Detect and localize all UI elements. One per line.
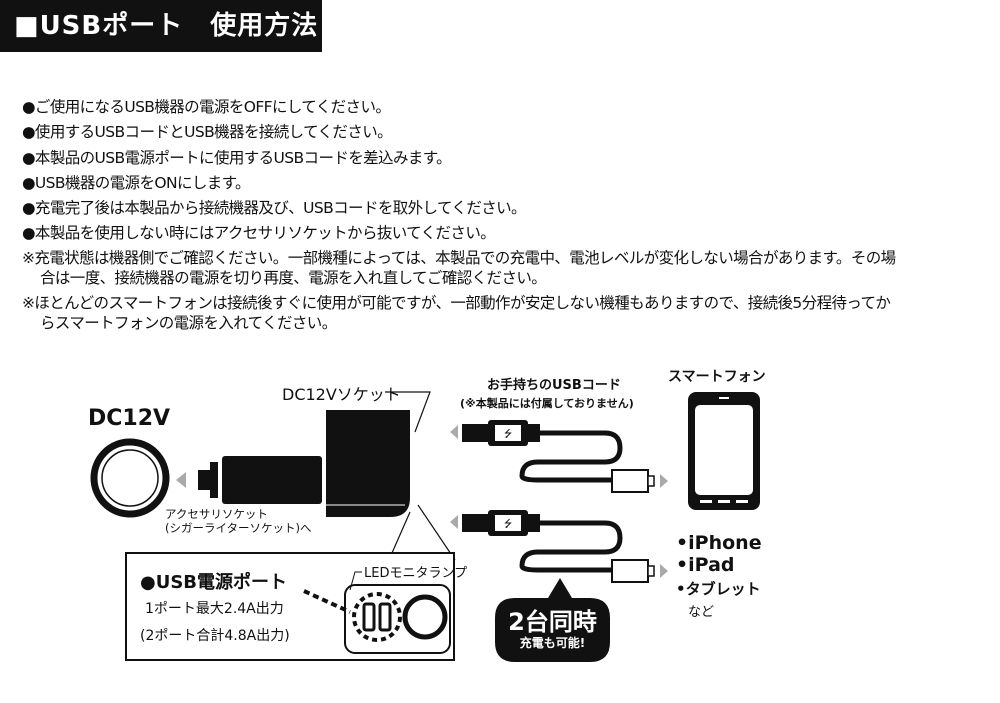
port-title: ●USB電源ポート [140, 572, 288, 593]
note-line: ※ほとんどのスマートフォンは接続後すぐに使用が可能ですが、一部動作が安定しない機… [22, 294, 891, 312]
usb-cable-top: ⭍ [450, 420, 668, 493]
bubble-sub: 充電も可能! [519, 636, 586, 650]
arrow-left-icon [176, 472, 186, 488]
car-plug-icon [198, 456, 322, 504]
instruction-item: ●USB機器の電源をONにします。 [22, 174, 250, 192]
bubble-main: 2台同時 [508, 608, 597, 636]
section-title: ■USBポート 使用方法 [0, 0, 322, 52]
smartphone-icon [688, 392, 760, 510]
dc12v-label: DC12V [88, 406, 171, 431]
cord-label: お手持ちのUSBコード [487, 378, 621, 393]
smartphone-label: スマートフォン [668, 369, 766, 385]
device-item: •iPhone [676, 532, 762, 554]
note-line: らスマートフォンの電源を入れてください。 [40, 314, 337, 332]
svg-text:⭍: ⭍ [504, 518, 512, 530]
socket-label: DC12Vソケット [282, 385, 401, 404]
speech-bubble [495, 578, 610, 662]
note-line: 合は一度、接続機器の電源を切り再度、電源を入れ直してご確認ください。 [40, 269, 547, 287]
instruction-item: ●使用するUSBコードとUSB機器を接続してください。 [22, 123, 393, 141]
device-item: •タブレット [676, 580, 761, 598]
devices-etc: など [688, 605, 715, 620]
accessory-socket-label: アクセサリソケット (シガーライターソケット)へ [165, 507, 312, 535]
cigarette-socket-icon [90, 438, 170, 518]
usb-cable-bottom: ⭍ [450, 510, 668, 583]
port-spec: (2ポート合計4.8A出力) [140, 628, 290, 644]
svg-text:⭍: ⭍ [504, 428, 512, 440]
charger-body [326, 410, 410, 517]
instruction-item: ●充電完了後は本製品から接続機器及び、USBコードを取外してください。 [22, 199, 527, 217]
note-line: ※充電状態は機器側でご確認ください。一部機種によっては、本製品での充電中、電池レ… [22, 249, 896, 267]
led-label: LEDモニタランプ [364, 566, 468, 581]
usb-port-closeup-icon [344, 584, 451, 654]
instruction-item: ●ご使用になるUSB機器の電源をOFFにしてください。 [22, 98, 391, 116]
device-item: •iPad [676, 554, 735, 576]
instruction-item: ●本製品を使用しない時にはアクセサリソケットから抜いてください。 [22, 224, 496, 242]
cord-note: (※本製品には付属しておりません) [460, 397, 634, 410]
instruction-item: ●本製品のUSB電源ポートに使用するUSBコードを差込みます。 [22, 149, 452, 167]
port-spec: 1ポート最大2.4A出力 [145, 601, 284, 617]
